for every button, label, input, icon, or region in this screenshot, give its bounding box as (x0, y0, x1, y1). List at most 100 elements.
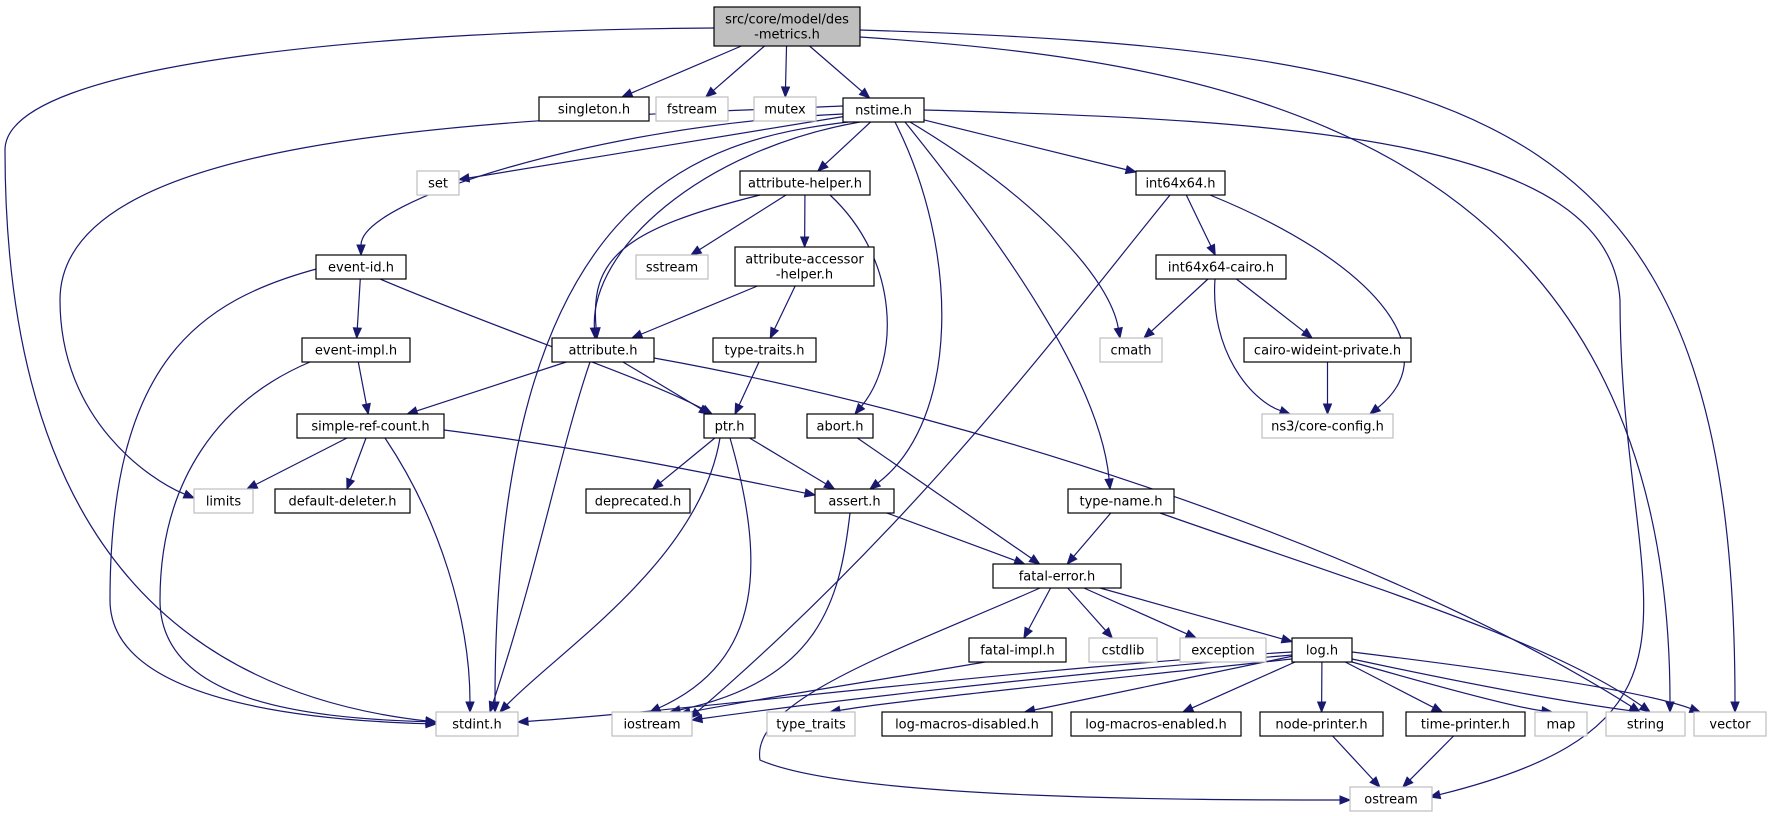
node-cairo-wideint-private[interactable]: cairo-wideint-private.h (1243, 337, 1412, 363)
node-assert[interactable]: assert.h (814, 488, 895, 514)
node-label: fatal-error.h (1019, 570, 1096, 585)
edge-attribute-helper-to-attribute (591, 194, 761, 340)
edge-fatal-error-to-cstdlib (1067, 587, 1114, 640)
edge-ptr-to-stdint (499, 437, 721, 713)
edge-simple-ref-count-to-limits (245, 437, 348, 490)
node-abort[interactable]: abort.h (806, 413, 874, 439)
edge-attribute-to-ptr (622, 361, 711, 415)
node-log[interactable]: log.h (1291, 637, 1353, 663)
node-int64x64-cairo[interactable]: int64x64-cairo.h (1155, 254, 1287, 280)
node-label: simple-ref-count.h (311, 420, 429, 435)
edge-int64x64-cairo-to-cmath (1143, 278, 1209, 339)
node-attribute-helper[interactable]: attribute-helper.h (739, 170, 871, 196)
node-singleton[interactable]: singleton.h (538, 96, 650, 122)
node-root: src/core/model/des-metrics.h (713, 6, 861, 47)
node-label: map (1547, 718, 1576, 733)
node-ostream: ostream (1349, 786, 1433, 812)
edge-log-to-map (1351, 661, 1554, 716)
node-sstream: sstream (635, 254, 709, 280)
node-simple-ref-count[interactable]: simple-ref-count.h (296, 413, 445, 439)
edge-attribute-helper-to-sstream (689, 194, 787, 256)
edge-attribute-helper-to-attribute-accessor-helper (799, 194, 810, 249)
edge-nstime-to-int64x64 (923, 119, 1138, 175)
edge-simple-ref-count-to-default-deleter (346, 437, 367, 491)
node-log-macros-enabled[interactable]: log-macros-enabled.h (1070, 711, 1242, 737)
edge-cairo-wideint-private-to-core-config (1322, 362, 1333, 416)
node-label: singleton.h (558, 103, 630, 118)
edge-fatal-error-to-fatal-impl (1023, 587, 1052, 640)
edge-log-to-log-macros-disabled (1023, 655, 1293, 715)
node-cmath: cmath (1099, 337, 1163, 363)
node-label: log-macros-enabled.h (1085, 718, 1226, 733)
edge-nstime-to-cmath (909, 121, 1123, 340)
node-label: assert.h (828, 495, 880, 510)
edge-type-traits-h-to-ptr (734, 361, 760, 416)
node-label: int64x64.h (1145, 177, 1215, 192)
node-stdint: stdint.h (435, 711, 519, 737)
node-log-macros-disabled[interactable]: log-macros-disabled.h (881, 711, 1053, 737)
edge-attribute-to-simple-ref-count (405, 361, 567, 416)
edge-root-to-fstream (704, 45, 765, 98)
node-limits: limits (193, 488, 254, 514)
edge-type-name-to-fatal-error (1066, 512, 1112, 566)
edge-root-to-stdint (4, 27, 715, 726)
edge-log-to-node-printer (1316, 661, 1327, 714)
node-default-deleter[interactable]: default-deleter.h (274, 488, 411, 514)
edge-nstime-to-assert (868, 121, 943, 490)
node-label: time-printer.h (1421, 718, 1510, 733)
node-type-name[interactable]: type-name.h (1067, 488, 1175, 514)
edge-simple-ref-count-to-assert (443, 429, 817, 498)
node-nstime[interactable]: nstime.h (842, 97, 925, 123)
node-type-traits: type_traits (766, 711, 856, 737)
edge-event-impl-to-simple-ref-count (357, 361, 371, 416)
node-int64x64[interactable]: int64x64.h (1135, 170, 1226, 196)
node-map: map (1534, 711, 1588, 737)
edge-event-id-to-event-impl (352, 278, 363, 340)
edge-fatal-error-to-exception (1083, 587, 1198, 639)
edge-fatal-error-to-log (1099, 587, 1294, 644)
node-ptr[interactable]: ptr.h (703, 413, 756, 439)
node-time-printer[interactable]: time-printer.h (1405, 711, 1526, 737)
edge-int64x64-cairo-to-cairo-wideint-private (1236, 278, 1314, 339)
edge-nstime-to-attribute (589, 121, 861, 340)
node-set: set (416, 170, 460, 196)
node-event-impl[interactable]: event-impl.h (301, 337, 411, 363)
edge-attribute-helper-to-abort (829, 194, 888, 416)
edge-time-printer-to-ostream (1401, 735, 1455, 788)
node-attribute[interactable]: attribute.h (551, 337, 655, 363)
edge-attribute-accessor-helper-to-type-traits-h (769, 285, 796, 340)
node-deprecated[interactable]: deprecated.h (585, 488, 691, 514)
edge-log-to-stdint (516, 651, 1293, 727)
node-label: abort.h (817, 420, 864, 435)
node-label: cmath (1110, 344, 1151, 359)
node-fatal-impl[interactable]: fatal-impl.h (968, 637, 1067, 663)
node-string: string (1605, 711, 1686, 737)
edge-attribute-accessor-helper-to-attribute (630, 285, 758, 339)
node-label: limits (206, 495, 242, 510)
node-event-id[interactable]: event-id.h (315, 254, 407, 280)
edge-root-to-mutex (780, 45, 791, 99)
edge-event-impl-to-stdint (159, 361, 438, 727)
edge-type-name-to-string (1159, 512, 1652, 713)
node-attribute-accessor-helper[interactable]: attribute-accessor-helper.h (734, 246, 875, 287)
node-fstream: fstream (655, 96, 729, 122)
edge-nstime-to-limits (59, 105, 844, 499)
edge-root-to-vector (859, 29, 1740, 714)
node-node-printer[interactable]: node-printer.h (1259, 711, 1384, 737)
node-label: type-name.h (1080, 495, 1163, 510)
edge-log-to-iostream (690, 654, 1293, 724)
edge-nstime-to-event-id (356, 113, 844, 257)
edge-abort-to-fatal-error (857, 437, 1041, 565)
edge-assert-to-fatal-error (886, 512, 1026, 565)
node-type-traits-h[interactable]: type-traits.h (712, 337, 817, 363)
node-label: vector (1709, 718, 1751, 733)
node-cstdlib: cstdlib (1088, 637, 1158, 663)
edge-int64x64-to-core-config (1209, 194, 1406, 415)
edge-simple-ref-count-to-stdint (384, 437, 475, 714)
node-label: exception (1191, 644, 1255, 659)
node-fatal-error[interactable]: fatal-error.h (992, 563, 1122, 589)
edge-nstime-to-attribute-helper (816, 121, 872, 172)
node-label: attribute-helper.h (748, 177, 862, 192)
node-label: -metrics.h (754, 28, 820, 43)
